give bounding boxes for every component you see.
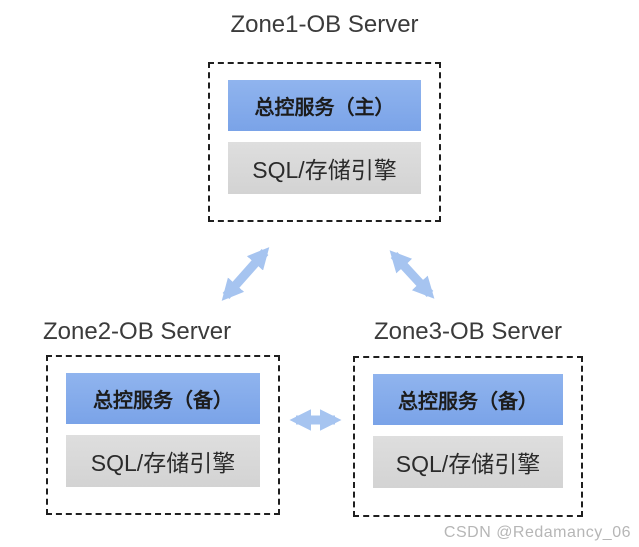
zone2-rootservice-standby-box: 总控服务（备） — [66, 373, 260, 424]
zone3-server-box: 总控服务（备） SQL/存储引擎 — [353, 356, 583, 517]
zone1-server-box: 总控服务（主） SQL/存储引擎 — [208, 62, 441, 222]
zone2-sql-storage-engine-box: SQL/存储引擎 — [66, 435, 260, 487]
zone3-title: Zone3-OB Server — [373, 318, 563, 345]
zone3-rootservice-standby-box: 总控服务（备） — [373, 374, 563, 425]
zone1-rootservice-primary-box: 总控服务（主） — [228, 80, 421, 131]
zone2-server-box: 总控服务（备） SQL/存储引擎 — [46, 355, 280, 515]
bidirectional-arrow-zone1-zone3 — [389, 250, 435, 299]
watermark: CSDN @Redamancy_06 — [443, 524, 631, 541]
zone3-sql-storage-engine-box: SQL/存储引擎 — [373, 436, 563, 488]
bidirectional-arrow-zone1-zone2 — [221, 247, 270, 301]
zone2-title: Zone2-OB Server — [43, 318, 232, 345]
zone1-title: Zone1-OB Server — [230, 11, 419, 38]
zone1-sql-storage-engine-box: SQL/存储引擎 — [228, 142, 421, 194]
